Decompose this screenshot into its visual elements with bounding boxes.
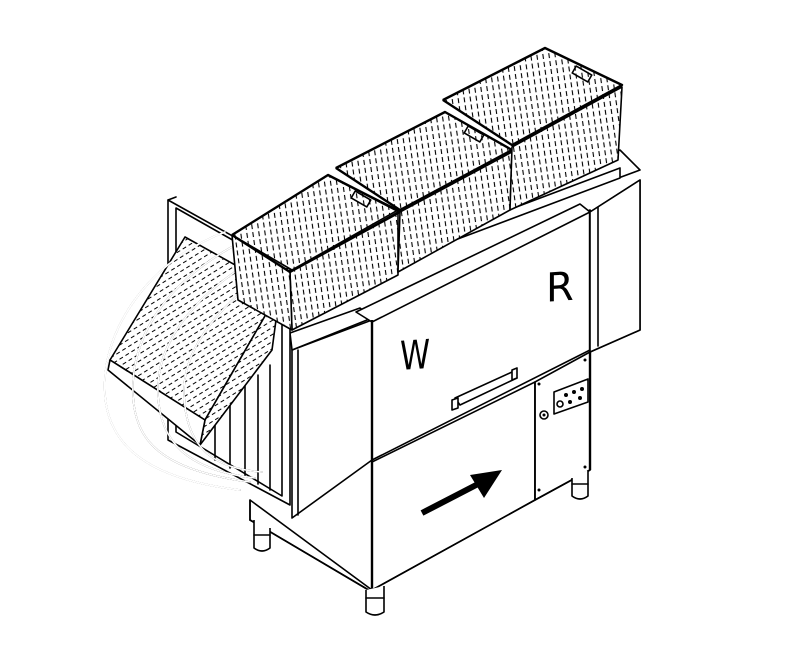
rinse-section-label: R	[546, 264, 574, 312]
top-basket-1[interactable]	[231, 173, 402, 331]
control-panel[interactable]	[537, 358, 589, 492]
door-handle[interactable]	[451, 367, 518, 411]
legs	[253, 470, 589, 616]
wash-section-label: W	[400, 332, 430, 380]
selector-knob-icon	[539, 410, 549, 420]
curved-rails	[103, 231, 281, 491]
top-basket-3[interactable]	[442, 46, 624, 211]
direction-arrow-icon	[420, 470, 502, 516]
